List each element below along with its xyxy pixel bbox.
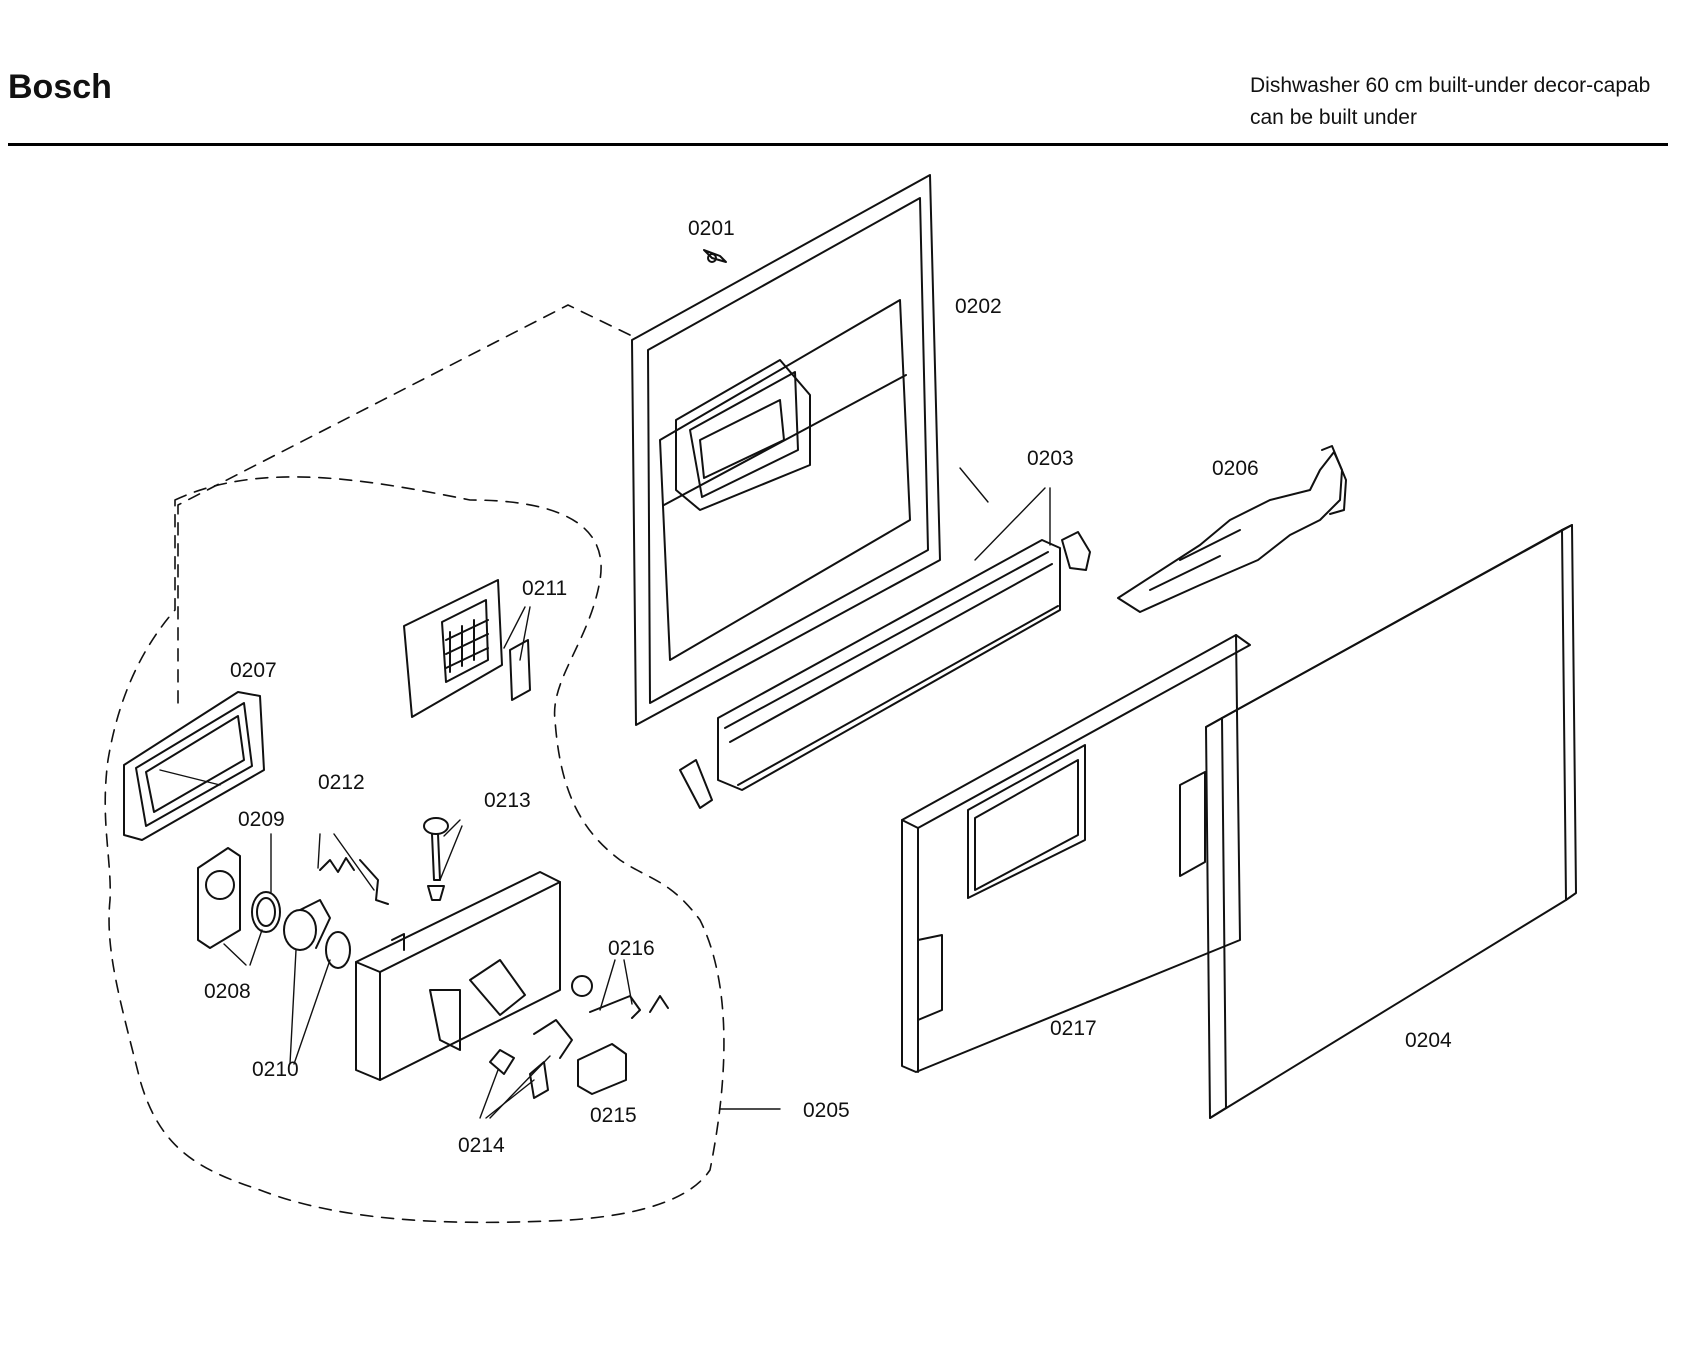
label-0205: 0205 xyxy=(803,1099,850,1122)
label-0208: 0208 xyxy=(204,980,251,1003)
label-0211: 0211 xyxy=(522,577,567,600)
control-module-dash-boundary xyxy=(104,476,725,1224)
label-0202: 0202 xyxy=(955,295,1002,318)
dashed-boundary-lines xyxy=(104,304,725,1224)
part-0202-inner-door xyxy=(631,174,941,726)
part-0212-spring xyxy=(319,857,389,905)
brand-title: Bosch xyxy=(8,68,112,106)
part-0217-decor-frame xyxy=(901,634,1251,1073)
part-labels: 0201 0202 0203 0206 0211 0207 0212 0213 … xyxy=(204,217,1452,1157)
label-0216: 0216 xyxy=(608,937,655,960)
label-0213: 0213 xyxy=(484,789,531,812)
header-rule xyxy=(8,143,1668,146)
label-0217: 0217 xyxy=(1050,1017,1097,1040)
label-0201: 0201 xyxy=(688,217,735,240)
door-assembly-dash xyxy=(177,304,631,711)
part-0206-hinge-bracket xyxy=(1117,445,1347,613)
part-0211-grid-panel xyxy=(403,579,531,718)
label-0210: 0210 xyxy=(252,1058,299,1081)
label-0212: 0212 xyxy=(318,771,365,794)
description-line-1: Dishwasher 60 cm built-under decor-capab xyxy=(1250,74,1651,97)
part-0210-valve xyxy=(283,899,351,969)
label-0203: 0203 xyxy=(1027,447,1074,470)
part-0207-window-frame xyxy=(123,691,265,841)
label-0206: 0206 xyxy=(1212,457,1259,480)
part-0205-control-housing xyxy=(355,871,561,1081)
label-0207: 0207 xyxy=(230,659,277,682)
part-0215-switch xyxy=(577,1043,627,1095)
part-0214-contacts xyxy=(489,1019,573,1099)
leader-lines xyxy=(159,467,1051,1119)
description-line-2: can be built under xyxy=(1250,106,1417,129)
label-0215: 0215 xyxy=(590,1104,637,1127)
label-0214: 0214 xyxy=(458,1134,505,1157)
part-0209-seal-ring xyxy=(251,891,281,933)
model-description: Dishwasher 60 cm built-under decor-capab… xyxy=(1250,70,1650,134)
part-0216-lever xyxy=(571,975,669,1019)
part-0201-screw xyxy=(703,249,727,263)
label-0204: 0204 xyxy=(1405,1029,1452,1052)
part-0208-bracket xyxy=(197,847,241,949)
label-0209: 0209 xyxy=(238,808,285,831)
part-0203-trim-strip xyxy=(679,531,1091,809)
part-0204-front-panel xyxy=(1179,524,1577,1119)
part-0213-plunger xyxy=(423,817,449,901)
